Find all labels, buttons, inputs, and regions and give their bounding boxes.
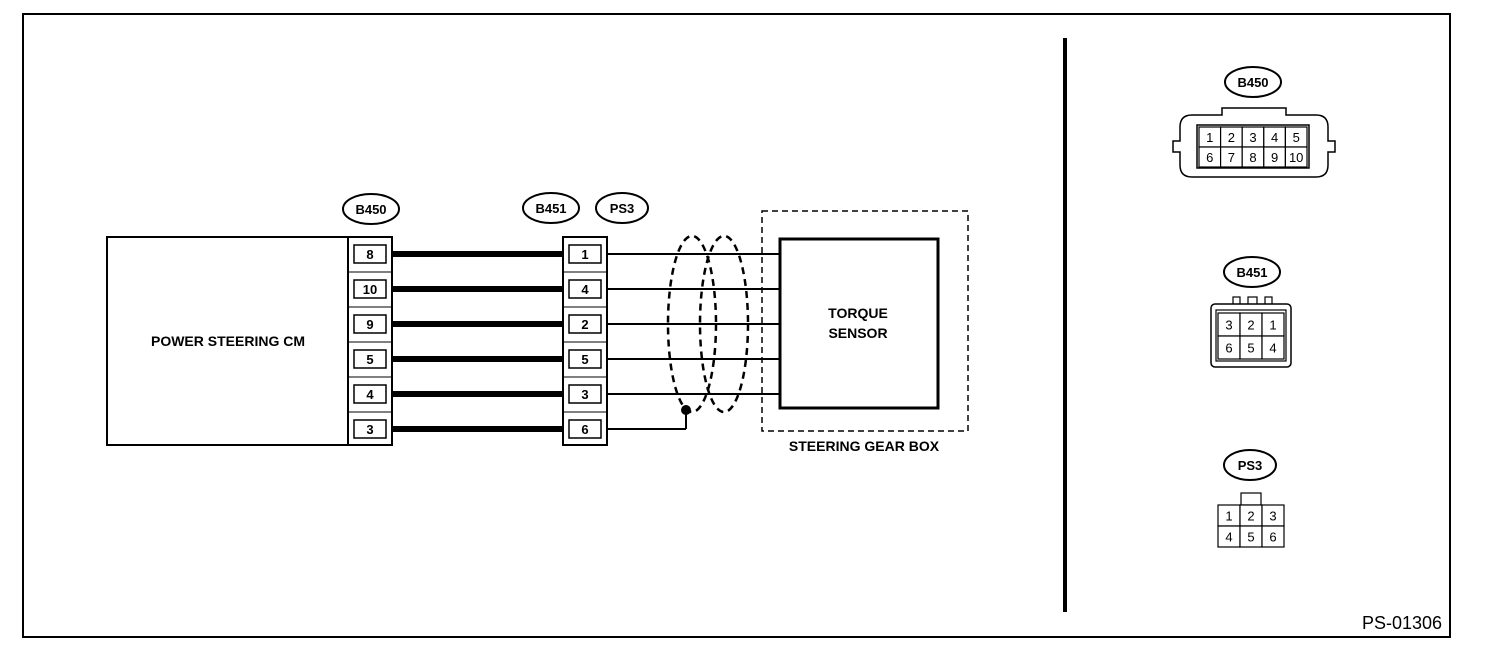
b451-callout-label: B451 [535,201,566,216]
cm-pin-cell [353,349,387,369]
b451-view-pin-number: 3 [1225,318,1232,333]
ps3-view-pin-cell [1261,525,1285,548]
b451-pin-number: 1 [581,247,588,262]
b451-view-label: B451 [1236,265,1267,280]
cm-pin-cell [353,419,387,439]
ps3-view-pin-number: 4 [1225,530,1232,545]
b451-pin-cell [568,384,602,404]
b451-view-pin-number: 1 [1269,318,1276,333]
b450-view-pin-number: 3 [1249,130,1256,145]
b450-view-pin-number: 7 [1228,150,1235,165]
ps3-callout: PS3 [595,192,649,224]
ps3-view-pin-number: 1 [1225,509,1232,524]
b450-view-pin-number: 8 [1249,150,1256,165]
steering-gear-box-outline [761,210,969,432]
b450-callout-label: B450 [355,202,386,217]
b451-pin-number: 2 [581,317,588,332]
b450-view-pin-number: 10 [1289,150,1303,165]
ps3-view-pin-number: 6 [1269,530,1276,545]
cm-pin-number: 4 [366,387,374,402]
shield-loop-left [666,234,718,414]
b451-connector-block [562,236,608,446]
b451-pin-number: 4 [581,282,589,297]
b450-view-pin-number: 6 [1206,150,1213,165]
b451-view-pin-cell [1261,335,1285,360]
outer-frame [22,13,1451,638]
b451-pin-number: 3 [581,387,588,402]
ps3-view-pin-number: 2 [1247,509,1254,524]
ps3-view-pin-number: 5 [1247,530,1254,545]
cm-pin-number: 5 [366,352,373,367]
b450-view-pin-number: 9 [1271,150,1278,165]
ps3-latch [1240,492,1262,506]
ps3-callout-label: PS3 [610,201,635,216]
torque-sensor-label-line2: SENSOR [828,325,887,341]
b451-pin-number: 5 [581,352,588,367]
b451-pin-cell [568,279,602,299]
cm-pin-number: 9 [366,317,373,332]
shield-loop-right [698,234,750,414]
cm-connector-block [347,236,393,446]
cm-pin-cell [353,314,387,334]
b450-view-label: B450 [1237,75,1268,90]
b451-view-pin-number: 5 [1247,341,1254,356]
figure-id: PS-01306 [1362,613,1442,633]
b451-pin-cell [568,349,602,369]
torque-sensor-box [778,237,940,410]
b451-view-pin-number: 6 [1225,341,1232,356]
cm-pin-number: 3 [366,422,373,437]
b450-callout: B450 [342,193,400,225]
b451-view-pin-number: 2 [1247,318,1254,333]
b450-view-pin-cell [1284,146,1308,168]
b451-pin-cell [568,244,602,264]
cm-pin-cell [353,244,387,264]
b450-view-pin-number: 2 [1228,130,1235,145]
torque-sensor-label-line1: TORQUE [828,305,888,321]
b450-view-pin-number: 4 [1271,130,1278,145]
power-steering-cm-label: POWER STEERING CM [151,333,305,349]
cm-pin-number: 10 [363,282,377,297]
b451-pin-cell [568,314,602,334]
cm-pin-cell [353,384,387,404]
b451-pin-cell [568,419,602,439]
b450-view-pin-number: 5 [1293,130,1300,145]
power-steering-cm-box [106,236,349,446]
b451-callout: B451 [522,192,580,224]
b451-pin-number: 6 [581,422,588,437]
b451-view-pin-number: 4 [1269,341,1276,356]
cm-pin-cell [353,279,387,299]
ps3-view-pin-number: 3 [1269,509,1276,524]
b450-view-pin-number: 1 [1206,130,1213,145]
ps3-view-label: PS3 [1238,458,1263,473]
cm-pin-number: 8 [366,247,373,262]
steering-gear-box-label: STEERING GEAR BOX [789,438,940,454]
